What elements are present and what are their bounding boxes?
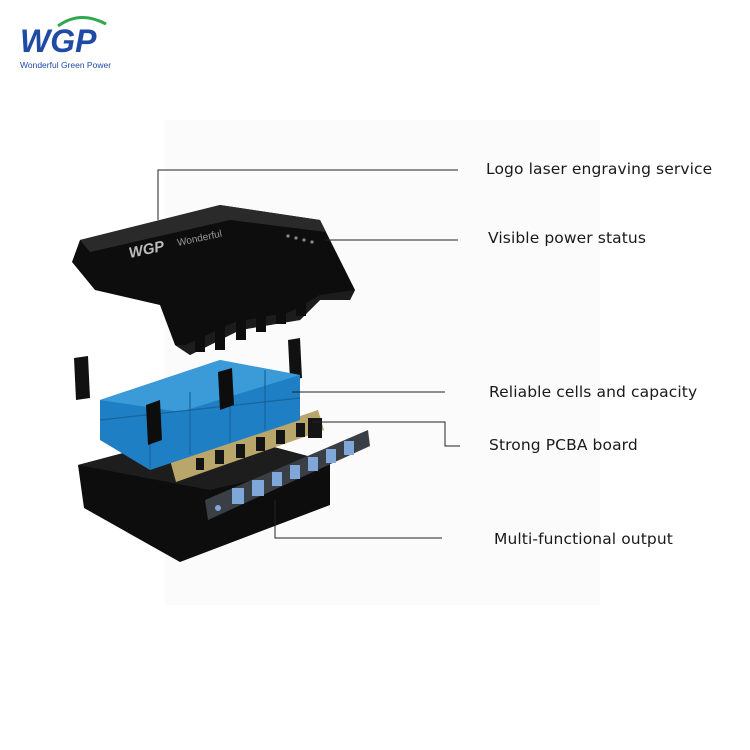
callout-logo-engraving: Logo laser engraving service bbox=[486, 160, 713, 178]
output-port-icons bbox=[215, 441, 354, 511]
pcb-components bbox=[196, 418, 322, 470]
top-housing: WGP Wonderful bbox=[72, 205, 355, 355]
callout-leader-lines bbox=[157, 169, 460, 539]
callout-power-status: Visible power status bbox=[488, 229, 647, 247]
cell-clips bbox=[146, 368, 234, 445]
callout-cells: Reliable cells and capacity bbox=[489, 383, 698, 401]
logo-tagline: Wonderful Green Power bbox=[20, 60, 112, 70]
callout-pcba: Strong PCBA board bbox=[489, 436, 638, 454]
callout-output: Multi-functional output bbox=[494, 530, 673, 548]
leader-pcba bbox=[312, 421, 460, 447]
lid-top-edge bbox=[80, 205, 326, 252]
status-led-icon bbox=[286, 234, 314, 244]
cells-top-face bbox=[100, 360, 300, 412]
corner-clips bbox=[74, 338, 302, 400]
pcb-strip bbox=[170, 410, 324, 482]
battery-cells bbox=[99, 360, 301, 470]
leader-logo bbox=[157, 169, 458, 220]
leader-output bbox=[274, 500, 442, 539]
clip-right bbox=[288, 338, 302, 380]
clip-left bbox=[74, 356, 90, 400]
pcba-board bbox=[170, 410, 324, 482]
logo-green-swoosh bbox=[57, 16, 107, 28]
output-panel bbox=[205, 430, 370, 520]
logo-mark-text: WGP bbox=[20, 23, 97, 59]
lid-teeth bbox=[195, 300, 306, 352]
brand-logo: WGP Wonderful Green Power bbox=[18, 14, 128, 72]
wgp-logo-mark: WGP bbox=[20, 16, 107, 59]
